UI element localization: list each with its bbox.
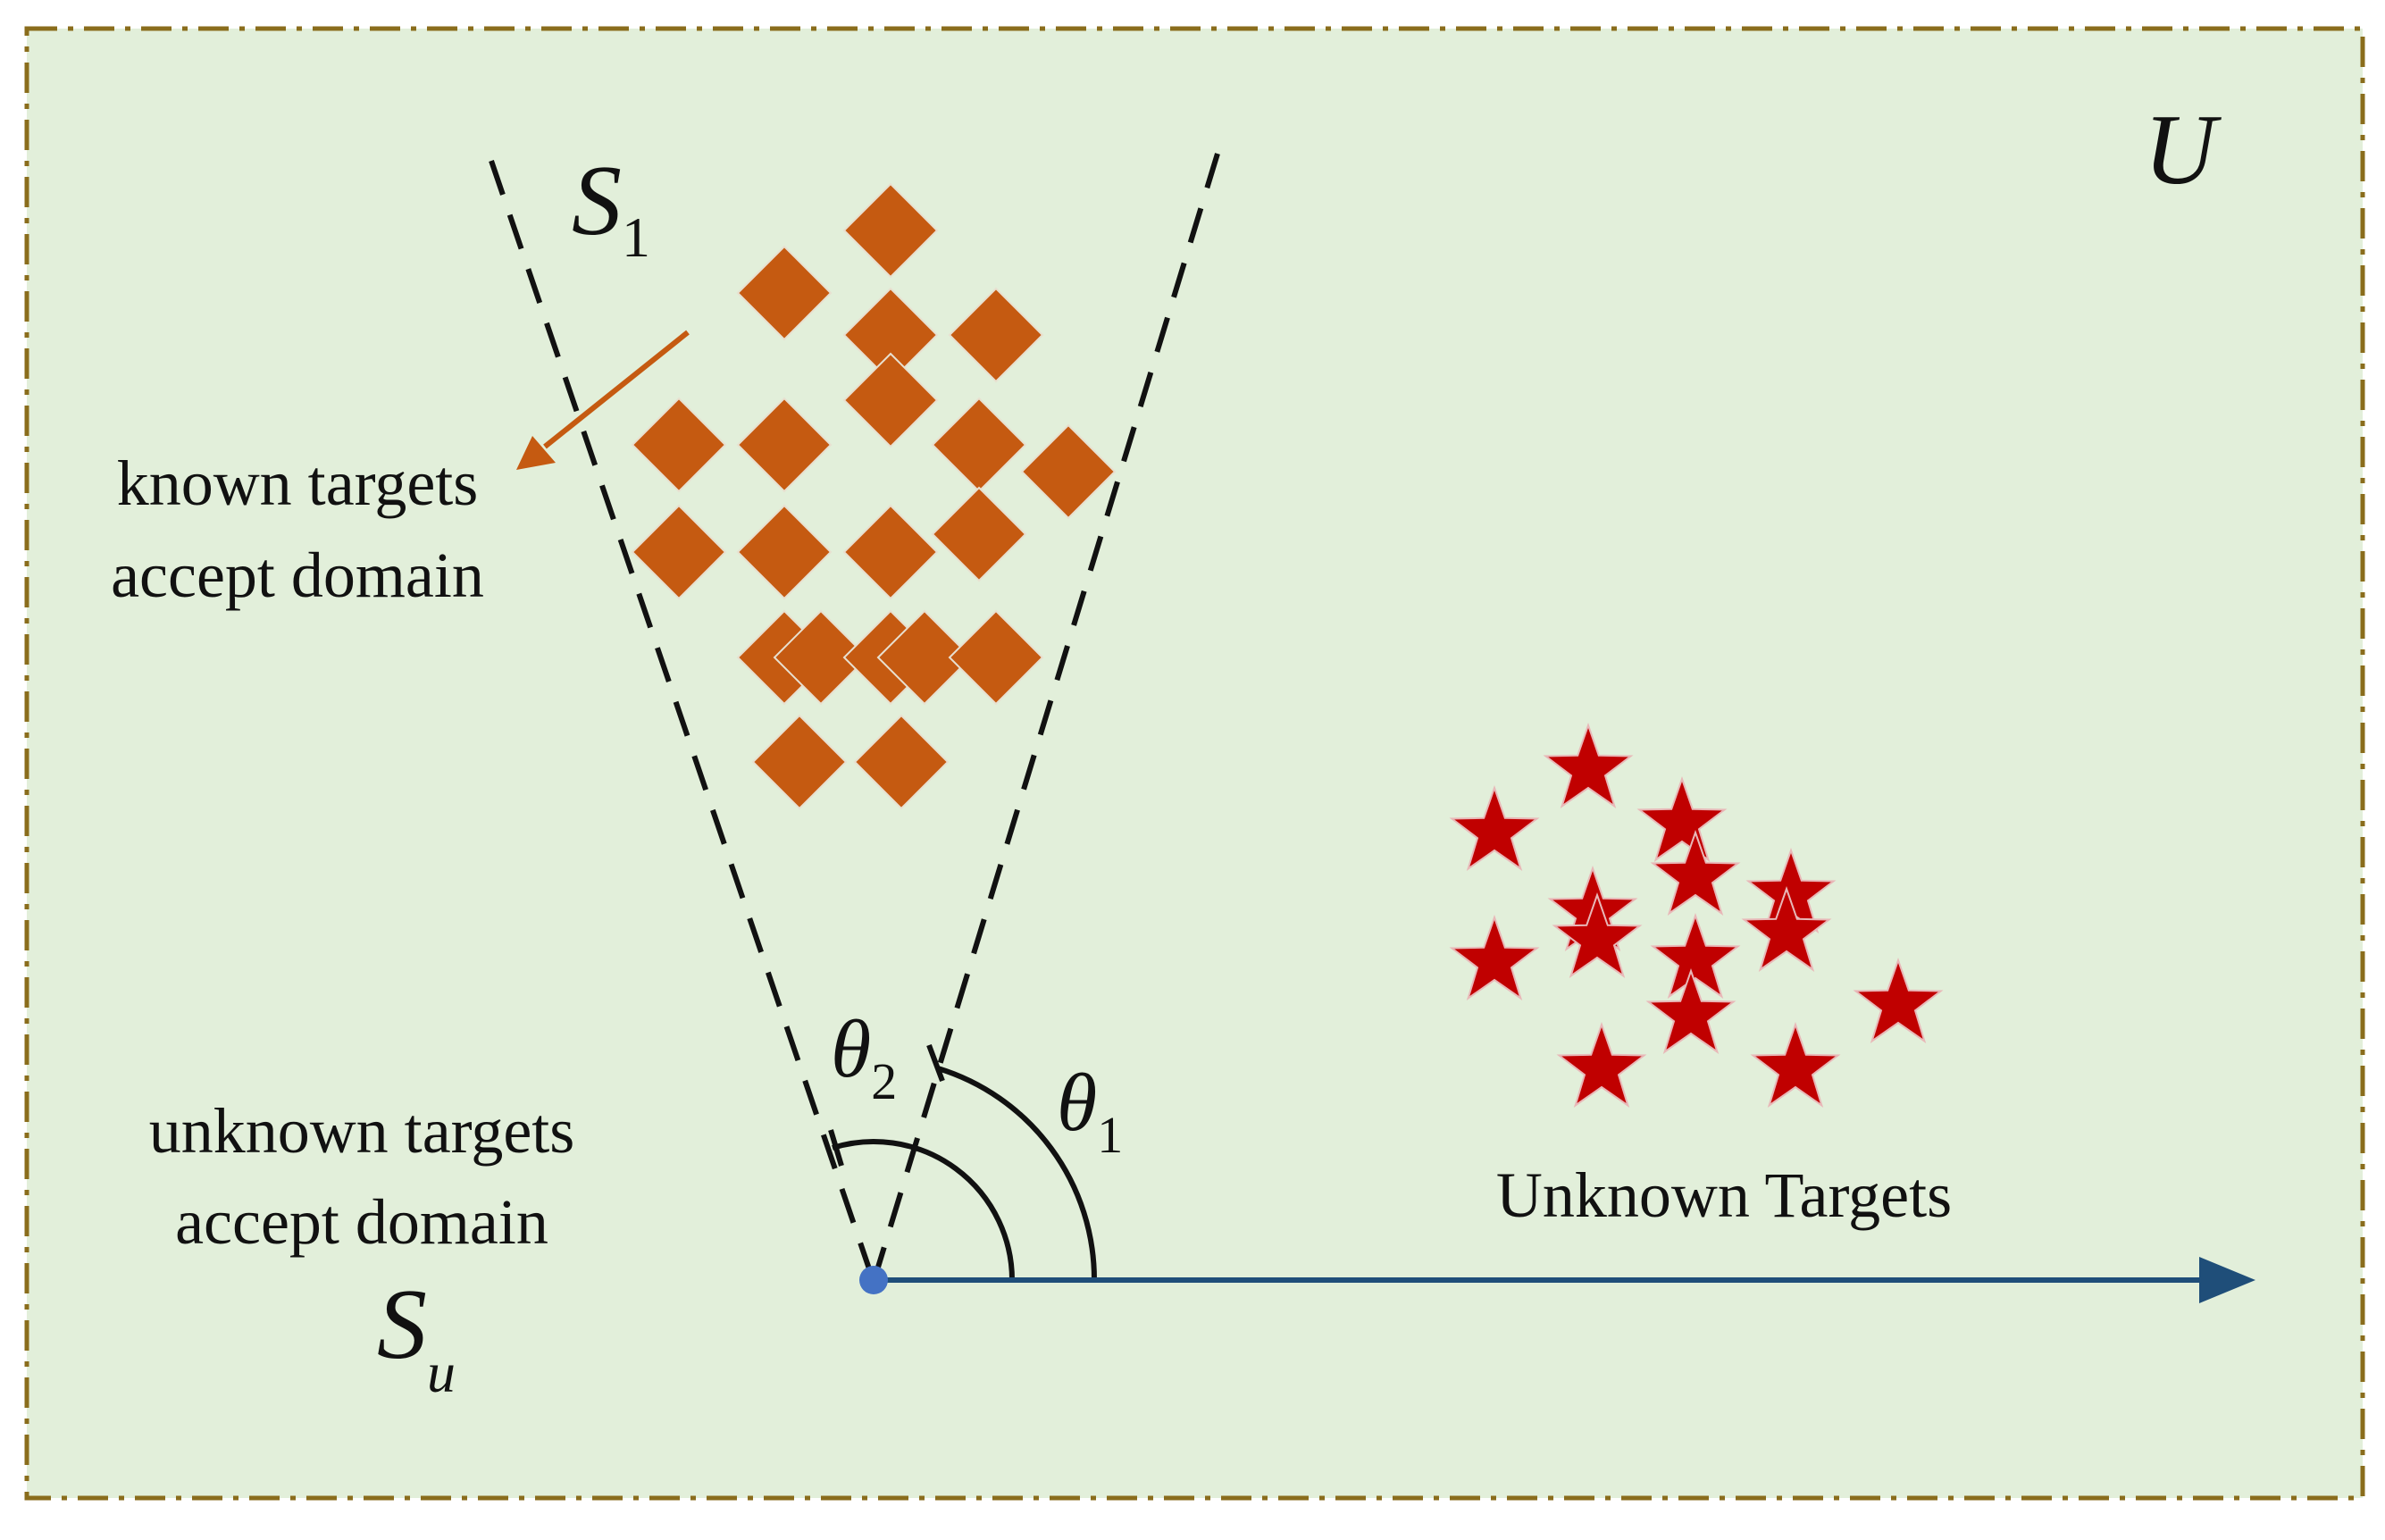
theta2-arc-tick: [828, 1129, 844, 1167]
known-target-diamond: [842, 504, 939, 600]
universe-label: U: [2144, 95, 2222, 205]
theta1-arc: [937, 1066, 1098, 1281]
known-target-diamond: [948, 287, 1044, 383]
unknown-targets-group: [1449, 722, 1944, 1108]
known-targets-group: [631, 182, 1117, 810]
known-region-symbol: S: [572, 146, 622, 256]
known-target-diamond: [631, 504, 727, 600]
theta1-subscript: 1: [1097, 1106, 1123, 1164]
universe-region: [24, 26, 2365, 1501]
unknown-domain-label-line1: unknown targets: [149, 1095, 575, 1167]
unknown-target-star: [1650, 912, 1741, 999]
known-domain-label-line1: known targets: [117, 448, 479, 519]
pointer-arrow-head: [516, 436, 556, 470]
reference-axis-arrowhead: [2199, 1257, 2255, 1303]
known-region-subscript: 1: [622, 205, 650, 269]
unknown-target-star: [1636, 775, 1728, 862]
origin-point: [859, 1266, 888, 1294]
unknown-target-star: [1650, 829, 1741, 916]
known-target-diamond: [876, 609, 973, 706]
theta1-arc-tick: [926, 1043, 945, 1083]
unknown-region-symbol: S: [377, 1269, 427, 1380]
unknown-target-star: [1750, 1021, 1841, 1108]
theta2-arc: [832, 1139, 1015, 1281]
unknown-target-star: [1853, 957, 1944, 1043]
unknown-target-star: [1552, 891, 1643, 978]
unknown-target-star: [1556, 1021, 1647, 1108]
known-region-label: S1: [572, 146, 650, 269]
unknown-domain-label-line2: accept domain: [175, 1186, 548, 1258]
known-domain-label-line2: accept domain: [111, 540, 484, 611]
unknown-target-star: [1449, 914, 1540, 1000]
known-target-diamond: [853, 714, 950, 810]
unknown-targets-caption: Unknown Targets: [1496, 1159, 1952, 1231]
theta2-label: θ2: [831, 1003, 897, 1110]
known-target-diamond: [842, 352, 939, 448]
known-target-diamond: [773, 609, 869, 706]
known-target-diamond: [736, 504, 833, 600]
unknown-target-star: [1741, 885, 1832, 972]
known-target-diamond: [948, 609, 1044, 706]
known-target-diamond: [931, 486, 1027, 582]
left-boundary-dashed-line: [489, 160, 876, 1283]
theta1-symbol: θ: [1057, 1057, 1097, 1148]
theta2-symbol: θ: [831, 1003, 871, 1094]
known-target-diamond: [842, 182, 939, 279]
pointer-arrow-line: [543, 330, 690, 449]
theta2-subscript: 2: [871, 1052, 897, 1110]
known-target-diamond: [736, 397, 833, 493]
unknown-target-star: [1645, 967, 1736, 1054]
known-target-diamond: [751, 714, 848, 810]
unknown-target-star: [1543, 722, 1634, 808]
unknown-target-star: [1449, 784, 1540, 871]
known-target-diamond: [736, 245, 833, 341]
known-target-diamond: [1020, 423, 1117, 520]
unknown-region-subscript: u: [427, 1341, 456, 1404]
known-target-diamond: [631, 397, 727, 493]
unknown-region-label: Su: [377, 1269, 456, 1404]
theta1-label: θ1: [1057, 1057, 1123, 1164]
right-boundary-dashed-line: [871, 153, 1220, 1283]
